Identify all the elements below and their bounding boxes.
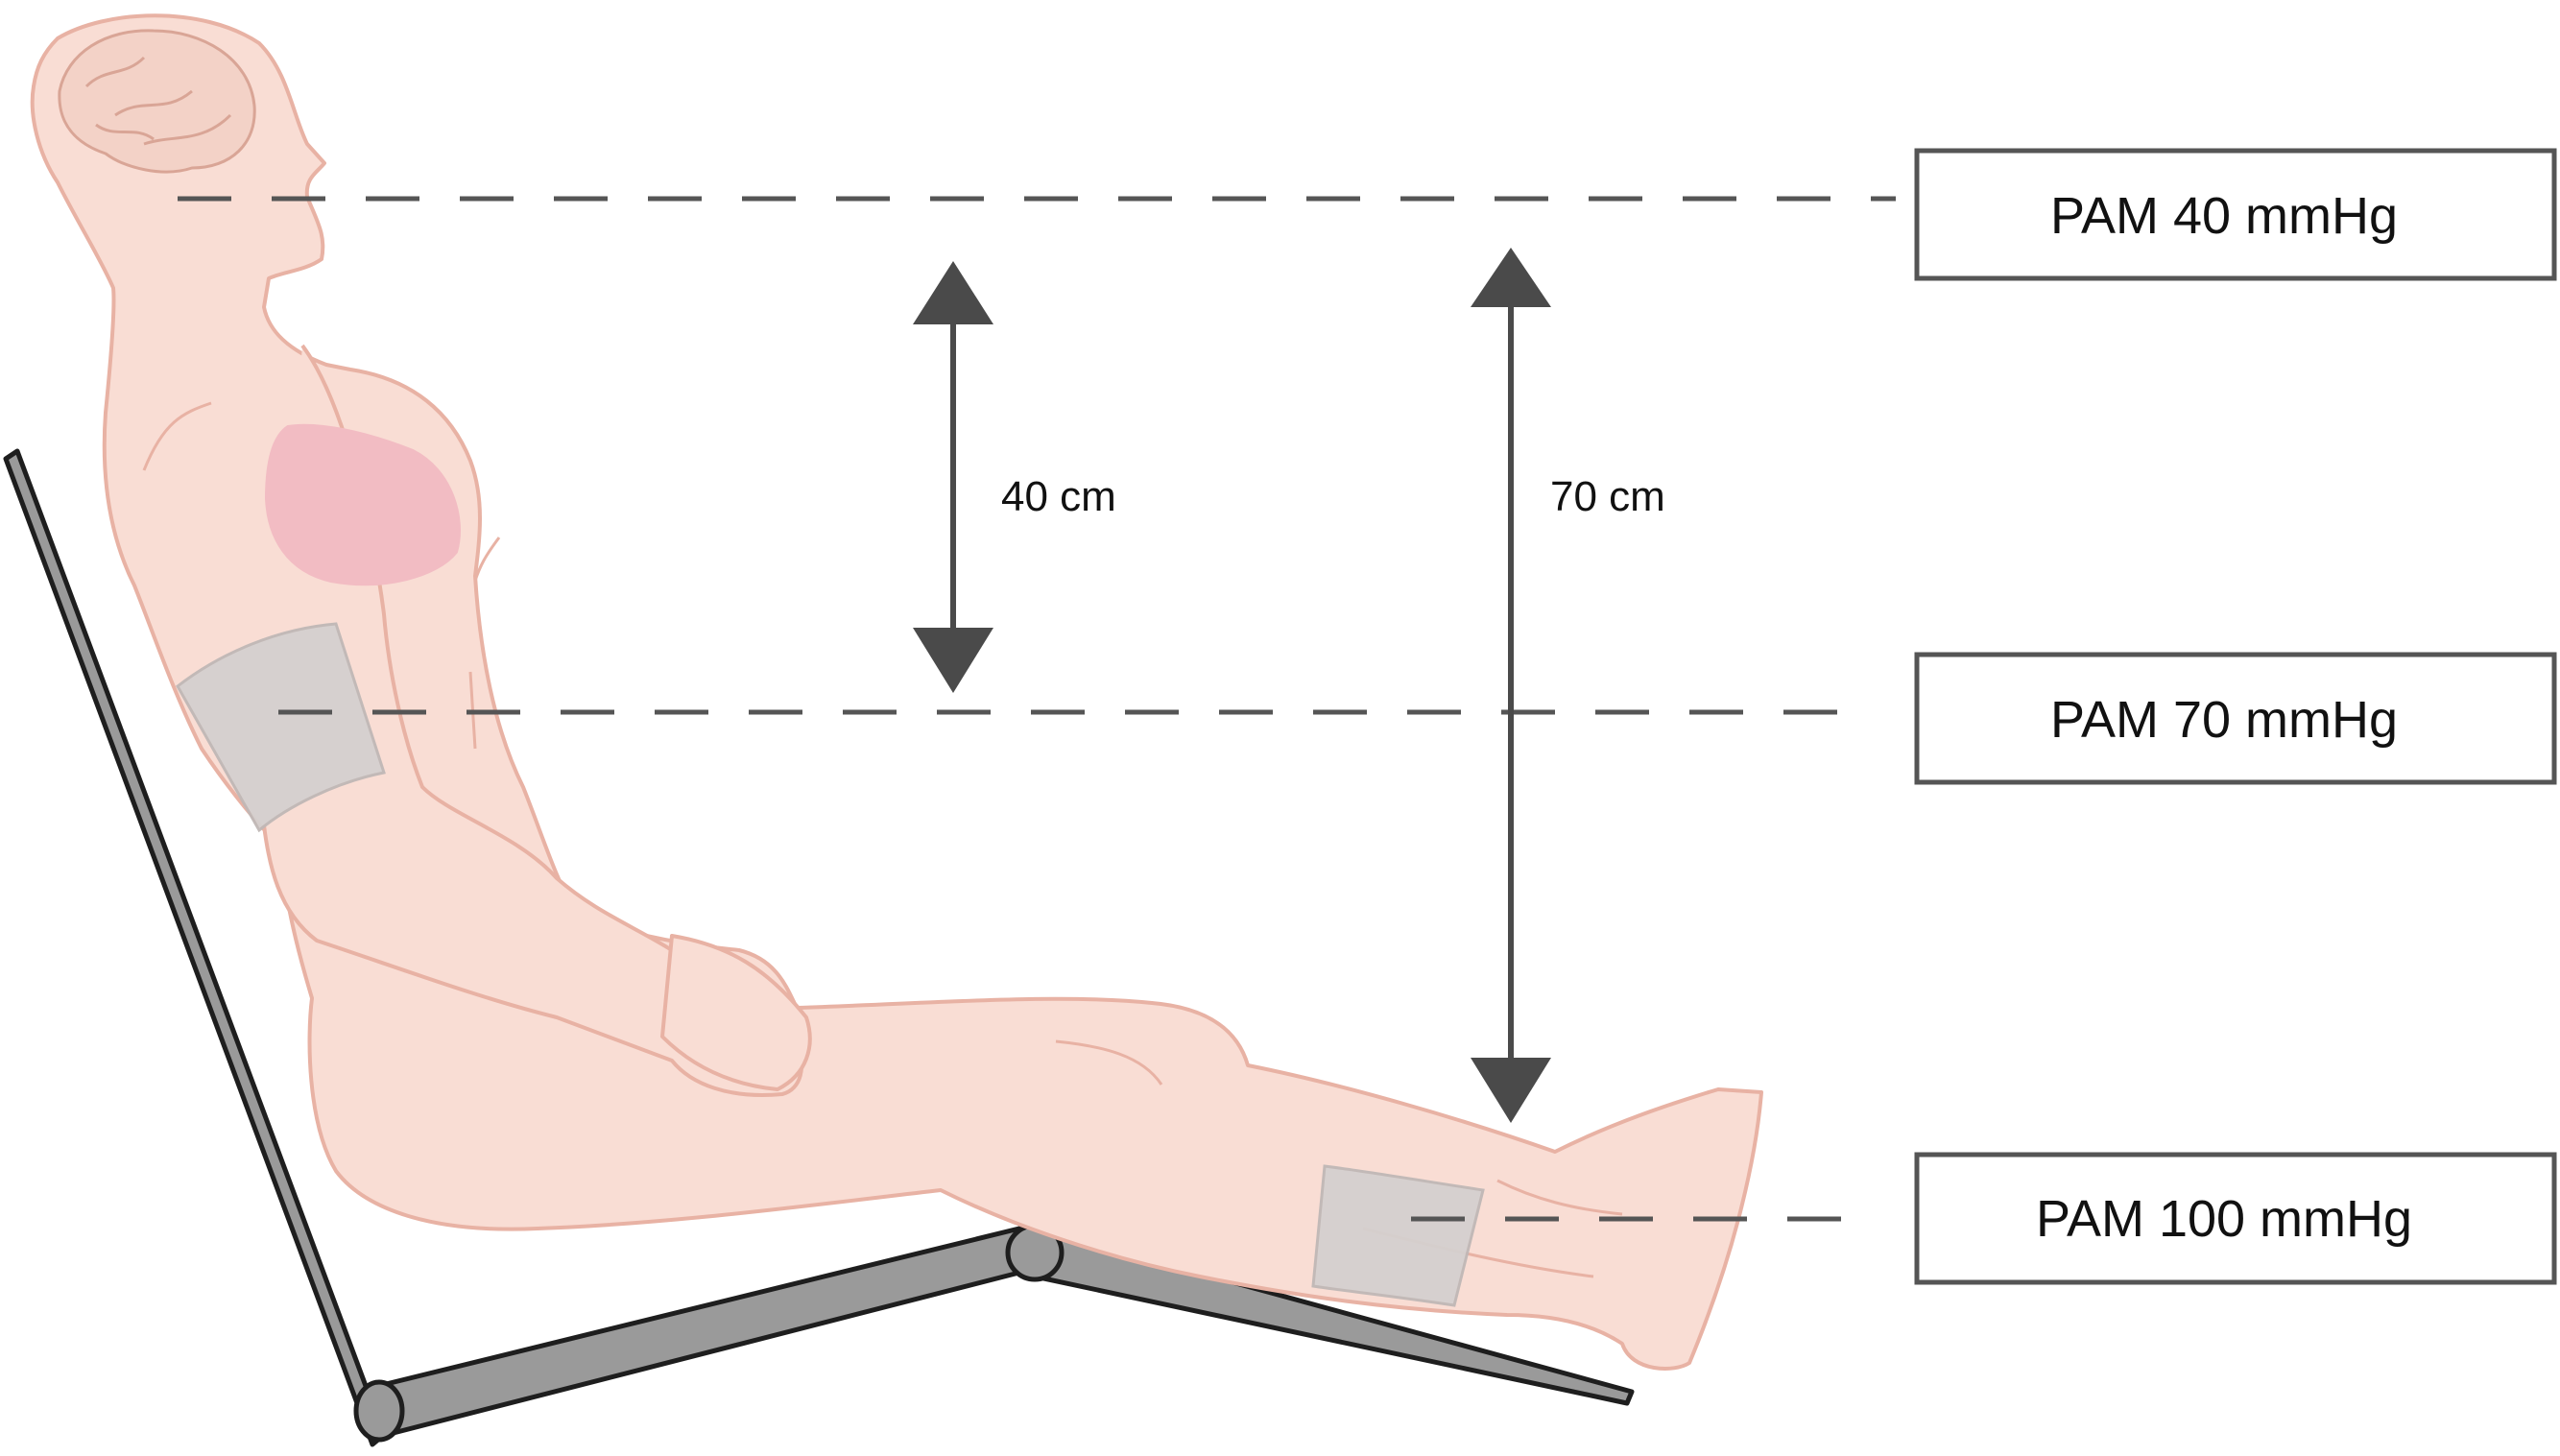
pam-label-head: PAM 40 mmHg <box>2050 187 2398 245</box>
chair-back-joint <box>356 1382 402 1440</box>
arrow-70cm <box>1471 248 1551 1123</box>
pam-label-ankle: PAM 100 mmHg <box>2036 1190 2412 1248</box>
arrow-down-head-long <box>1471 1058 1551 1123</box>
distance-label-40: 40 cm <box>1001 473 1116 520</box>
pam-box-head: PAM 40 mmHg <box>1917 151 2554 278</box>
pam-box-arm: PAM 70 mmHg <box>1917 655 2554 782</box>
arrow-down-head <box>913 628 993 693</box>
ankle-cuff <box>1313 1166 1483 1305</box>
chair-seat <box>374 1227 1041 1435</box>
arrow-40cm <box>913 261 993 693</box>
distance-label-70: 70 cm <box>1550 473 1665 520</box>
arrow-up-head-long <box>1471 248 1551 307</box>
pam-label-arm: PAM 70 mmHg <box>2050 691 2398 749</box>
pam-box-ankle: PAM 100 mmHg <box>1917 1155 2554 1282</box>
arrow-up-head <box>913 261 993 324</box>
